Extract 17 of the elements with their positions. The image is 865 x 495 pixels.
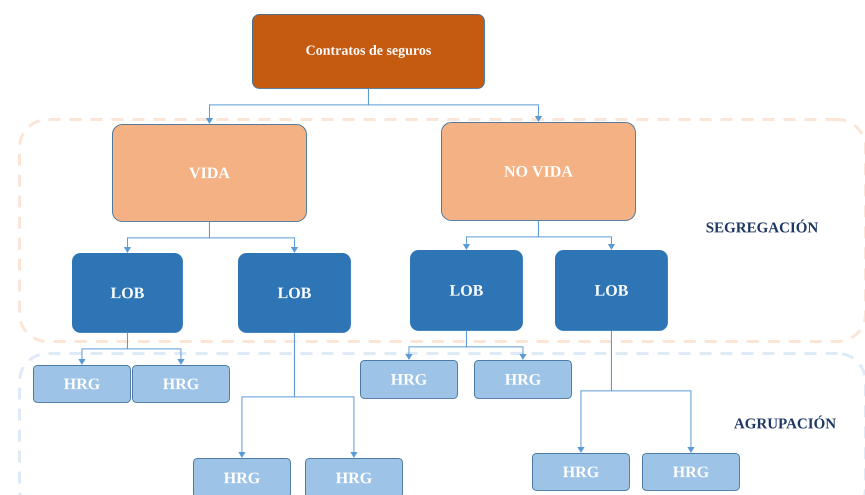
- hrg-box: HRG: [532, 453, 630, 491]
- lob-box: LOB: [555, 250, 668, 331]
- lob-box: LOB: [72, 253, 183, 333]
- hrg-box: HRG: [193, 458, 291, 495]
- region-heading: AGRUPACIÓN: [734, 416, 836, 428]
- region-heading: SEGREGACIÓN: [706, 220, 818, 232]
- hrg-box: HRG: [33, 365, 131, 403]
- hrg-box: HRG: [642, 453, 740, 491]
- lob-box: LOB: [238, 253, 351, 333]
- hrg-box: HRG: [360, 360, 458, 399]
- hrg-box: HRG: [474, 360, 572, 399]
- root-box: Contratos de seguros: [252, 14, 485, 89]
- lob-box: LOB: [410, 250, 523, 331]
- category-box: NO VIDA: [441, 122, 636, 221]
- hrg-box: HRG: [305, 458, 403, 495]
- hrg-box: HRG: [132, 365, 230, 403]
- category-box: VIDA: [112, 124, 307, 222]
